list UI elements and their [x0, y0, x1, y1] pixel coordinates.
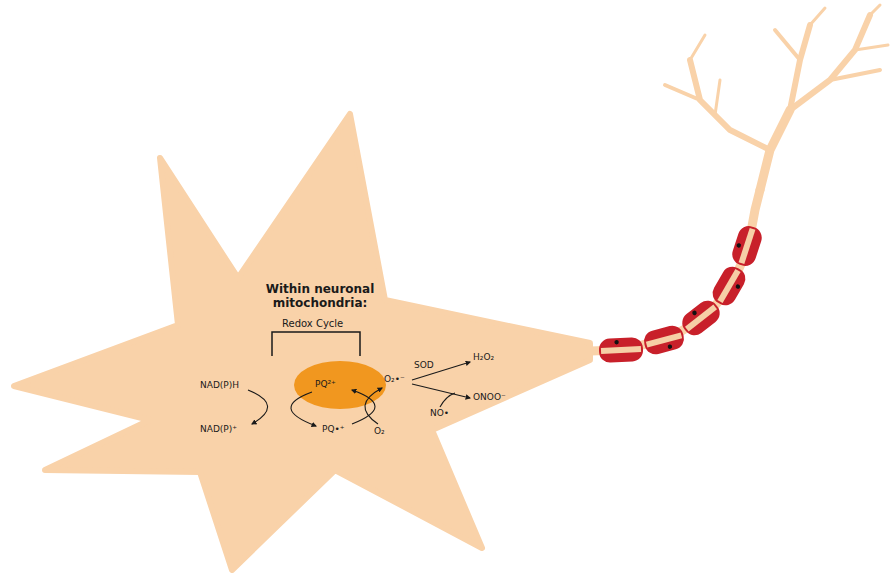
mitochondrion — [294, 361, 386, 409]
chemical-label: PQ•⁺ — [322, 424, 345, 434]
neuron-soma — [14, 114, 590, 570]
chemical-label: ONOO⁻ — [473, 392, 506, 402]
section-heading: Within neuronal mitochondria: — [240, 283, 400, 311]
enzyme-label: SOD — [414, 360, 434, 370]
axon — [560, 190, 760, 352]
chemical-label: O₂•⁻ — [384, 374, 405, 384]
reaction-arrows — [248, 362, 470, 426]
chemical-label: O₂ — [374, 426, 385, 436]
chemical-label: NAD(P)H — [200, 380, 239, 390]
dendrite-tree — [665, 5, 888, 190]
chemical-label: PQ²⁺ — [315, 379, 336, 389]
chemical-label: NAD(P)⁺ — [200, 424, 237, 434]
myelin-sheaths — [598, 223, 764, 363]
chemical-label: NO• — [430, 408, 449, 418]
redox-bracket — [272, 332, 360, 356]
cycle-label: Redox Cycle — [282, 318, 343, 330]
chemical-label: H₂O₂ — [473, 352, 494, 362]
